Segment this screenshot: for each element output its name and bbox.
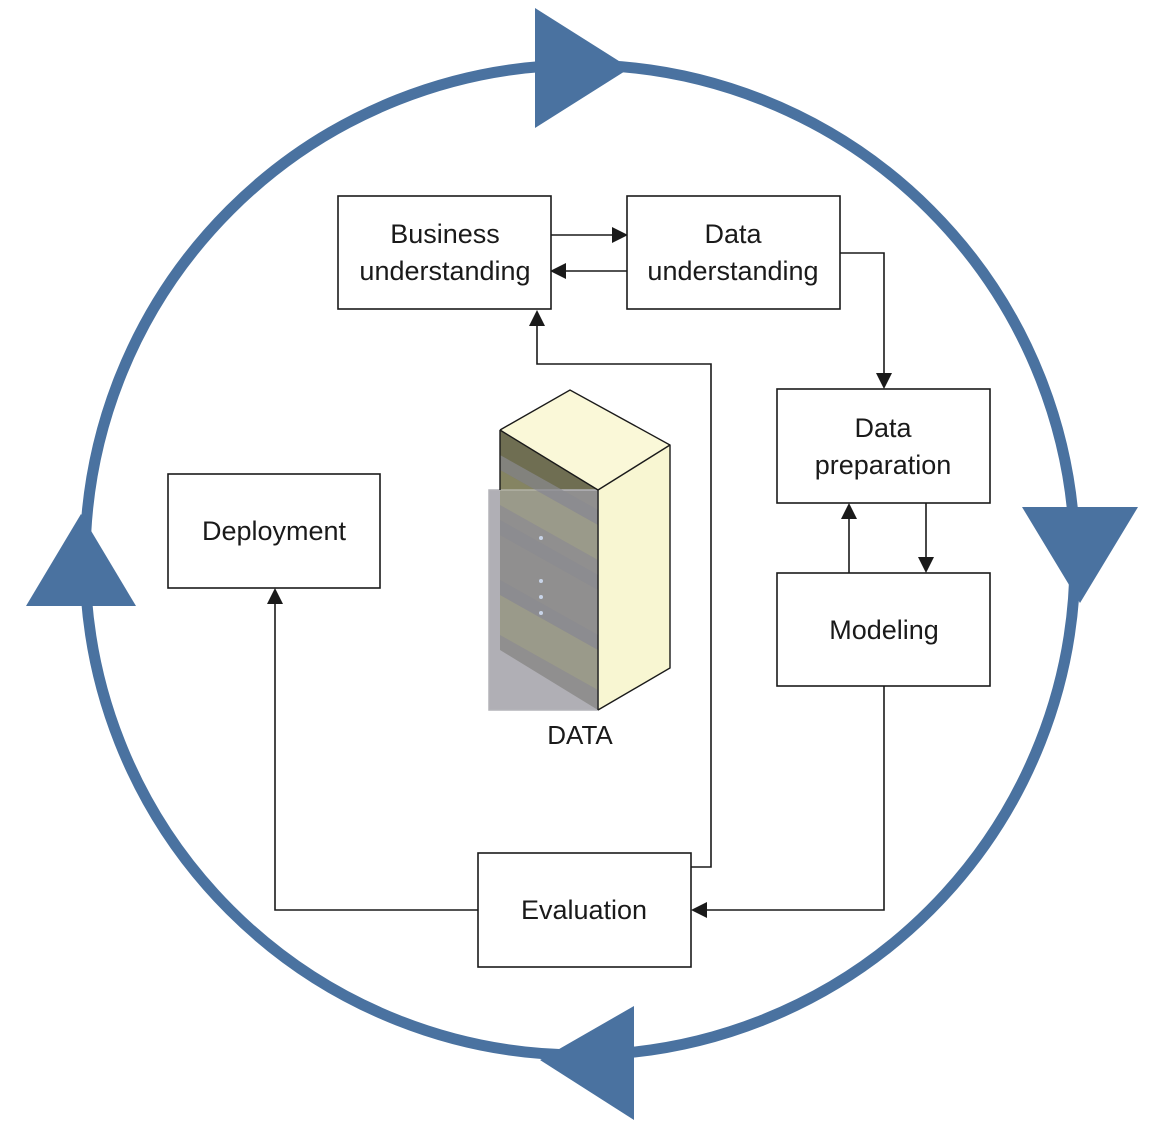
- flow-connectors: [267, 227, 934, 918]
- box-label: preparation: [815, 450, 952, 480]
- box-label: understanding: [647, 256, 818, 286]
- arrow-evaluation-to-deployment: [274, 604, 478, 911]
- box-deployment: Deployment: [167, 473, 381, 589]
- arrow-modeling-to-evaluation: [707, 686, 885, 911]
- box-label: Modeling: [829, 615, 939, 645]
- arrow-data-understanding-to-preparation: [840, 252, 885, 373]
- arrow-evaluation-to-business: [536, 326, 712, 868]
- data-label: DATA: [547, 720, 613, 750]
- box-label: Evaluation: [521, 895, 647, 925]
- box-label: understanding: [359, 256, 530, 286]
- box-label: Data: [854, 413, 912, 443]
- cycle-arrow-top: [535, 8, 630, 128]
- box-label: Deployment: [202, 516, 347, 546]
- box-evaluation: Evaluation: [477, 852, 692, 968]
- box-data-understanding: Data understanding: [626, 195, 841, 310]
- cycle-arrow-bottom: [540, 1006, 634, 1120]
- box-business-understanding: Business understanding: [337, 195, 552, 310]
- cycle-arrow-right: [1022, 507, 1138, 603]
- cycle-arrow-left: [26, 514, 136, 606]
- box-data-preparation: Data preparation: [776, 388, 991, 504]
- box-label: Data: [704, 219, 762, 249]
- box-label: Business: [390, 219, 500, 249]
- box-modeling: Modeling: [776, 572, 991, 687]
- server-rack-icon: [488, 389, 671, 711]
